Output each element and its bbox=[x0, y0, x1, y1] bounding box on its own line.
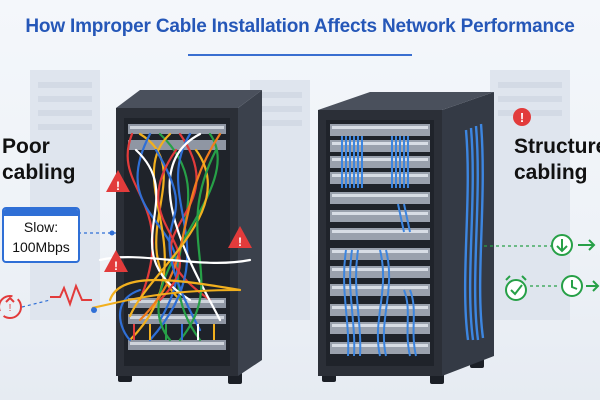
poor-label-line2: cabling bbox=[2, 161, 76, 184]
svg-text:!: ! bbox=[116, 179, 120, 193]
speed-box-line1: Slow: bbox=[23, 219, 59, 235]
warning-icon: ! bbox=[104, 250, 128, 273]
alert-icon: ! bbox=[513, 108, 531, 126]
check-shield-icon bbox=[505, 275, 527, 301]
warning-icon: ! bbox=[228, 226, 252, 249]
svg-text:!: ! bbox=[520, 110, 524, 125]
speed-indicator-box: Slow: 100Mbps bbox=[2, 207, 80, 263]
download-icon bbox=[551, 234, 573, 256]
structured-cabling-label: Structure cabling bbox=[514, 134, 600, 186]
recycle-icon: ! bbox=[0, 295, 22, 319]
pulse-icon bbox=[50, 283, 92, 307]
structured-label-line1: Structure bbox=[514, 135, 600, 158]
speed-box-titlebar bbox=[4, 209, 78, 216]
left-rack bbox=[98, 90, 262, 384]
speed-box-line2: 100Mbps bbox=[12, 239, 70, 255]
right-rack bbox=[318, 92, 494, 384]
page-title: How Improper Cable Installation Affects … bbox=[25, 16, 575, 37]
svg-text:!: ! bbox=[114, 259, 118, 273]
clock-icon bbox=[561, 275, 583, 297]
title-underline bbox=[188, 54, 412, 56]
svg-text:!: ! bbox=[9, 303, 12, 314]
structured-label-line2: cabling bbox=[514, 161, 588, 184]
warning-icon: ! bbox=[106, 170, 130, 193]
poor-label-line1: Poor bbox=[2, 135, 50, 158]
poor-cabling-label: Poor cabling bbox=[2, 134, 76, 186]
svg-text:!: ! bbox=[238, 235, 242, 249]
